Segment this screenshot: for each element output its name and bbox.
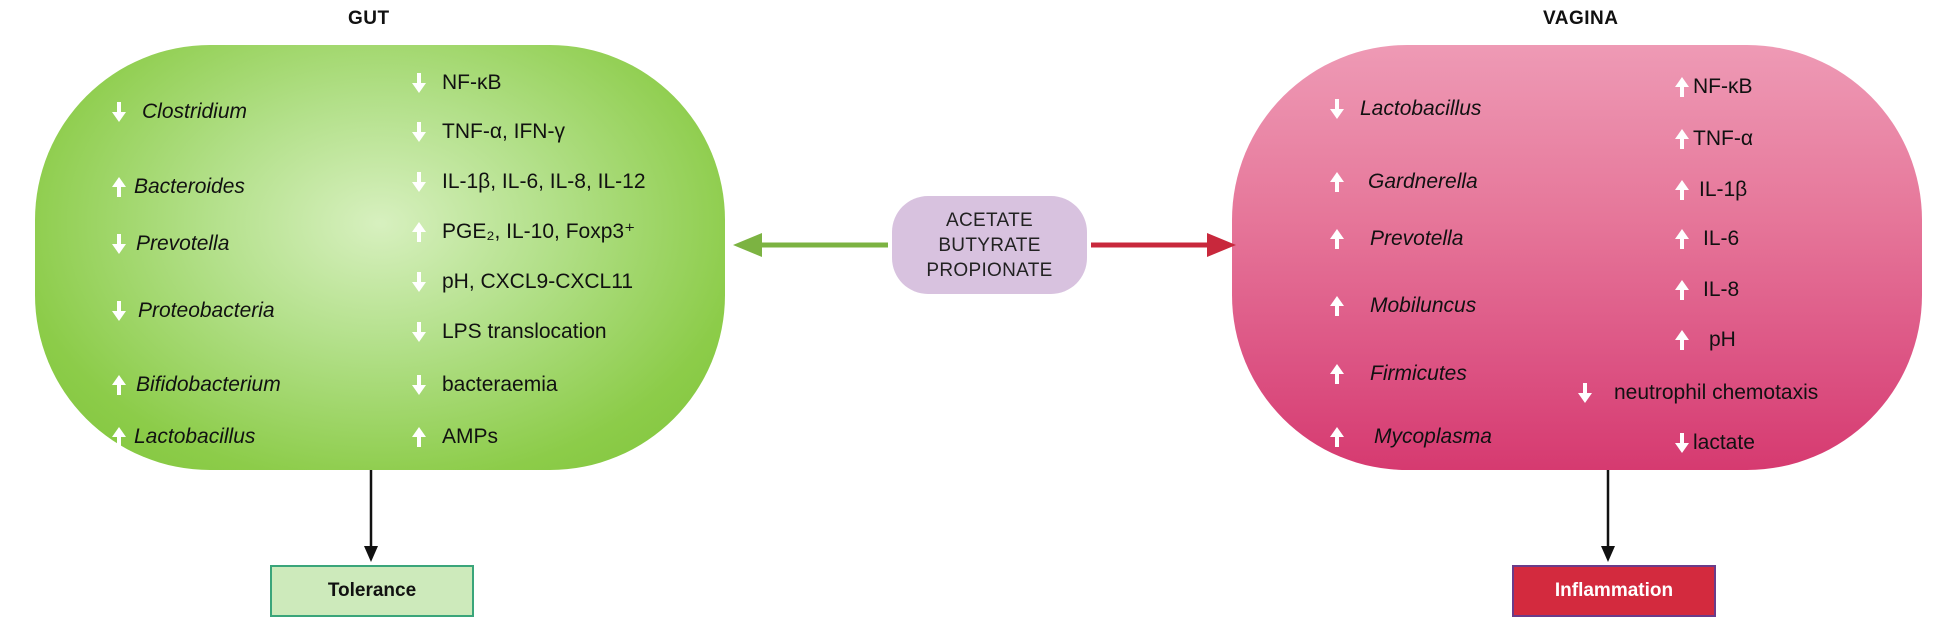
vagina-marker-row: TNF-α [1675,127,1753,151]
scfa-node: ACETATE BUTYRATE PROPIONATE [892,196,1087,294]
gut-taxon-row: Lactobacillus [112,425,255,449]
arrow-up-icon [1675,229,1689,249]
inflammation-label: Inflammation [1554,580,1674,601]
gut-marker-row: NF-κB [412,71,502,95]
inflammation-box: Inflammation [1512,565,1716,617]
arrow-up-icon [412,427,426,447]
vagina-marker-label: pH [1709,328,1736,351]
vagina-taxon-label: Firmicutes [1370,362,1467,385]
gut-marker-row: LPS translocation [412,320,607,344]
vagina-marker-row: IL-6 [1675,227,1739,251]
scfa-label-propionate: PROPIONATE [926,259,1053,281]
arrow-down-icon [1330,99,1344,119]
vagina-taxon-row: Lactobacillus [1330,97,1481,121]
vagina-taxon-row: Mobiluncus [1330,294,1476,318]
gut-taxon-label: Lactobacillus [134,425,256,448]
arrow-down-icon [112,301,126,321]
tolerance-label: Tolerance [327,580,417,601]
vagina-marker-label: IL-1β [1699,178,1748,201]
arrow-up-icon [1330,427,1344,447]
arrow-down-icon [412,73,426,93]
vagina-taxon-label: Lactobacillus [1360,97,1482,120]
arrow-down-icon [412,375,426,395]
vagina-taxon-row: Mycoplasma [1330,425,1492,449]
arrow-down-icon [412,272,426,292]
arrow-down-icon [412,172,426,192]
vagina-marker-label: IL-6 [1703,227,1740,250]
arrow-up-icon [112,427,126,447]
vagina-marker-row: lactate [1675,431,1755,455]
gut-taxon-row: Proteobacteria [112,299,275,323]
vagina-marker-row: NF-κB [1675,75,1753,99]
gut-marker-row: pH, CXCL9-CXCL11 [412,270,633,294]
vagina-taxon-label: Mobiluncus [1370,294,1477,317]
vagina-taxon-label: Gardnerella [1368,170,1478,193]
gut-marker-label: NF-κB [442,71,502,94]
arrow-up-icon [112,177,126,197]
arrow-up-icon [412,221,426,242]
arrow-up-icon [1675,330,1689,350]
gut-taxon-label: Prevotella [136,232,230,255]
gut-taxon-label: Proteobacteria [138,299,275,322]
gut-taxon-label: Bifidobacterium [136,373,281,396]
gut-marker-label: TNF-α, IFN-γ [442,120,565,143]
vagina-marker-label: neutrophil chemotaxis [1614,381,1819,404]
tolerance-box: Tolerance [270,565,474,617]
gut-marker-label: PGE₂, IL-10, Foxp3⁺ [442,220,636,243]
arrow-to-tolerance-head [364,546,378,562]
arrow-down-icon [112,102,126,122]
arrow-down-icon [412,122,426,142]
vagina-taxon-row: Firmicutes [1330,362,1467,386]
arrow-up-icon [1330,229,1344,249]
vagina-marker-label: NF-κB [1693,75,1753,98]
vagina-taxon-label: Prevotella [1370,227,1464,250]
vagina-taxon-row: Prevotella [1330,227,1463,251]
gut-marker-label: IL-1β, IL-6, IL-8, IL-12 [442,170,646,193]
arrow-down-icon [1675,433,1689,453]
arrow-up-icon [1330,364,1344,384]
gut-taxon-row: Prevotella [112,232,229,256]
gut-title: GUT [348,8,390,29]
vagina-marker-row: IL-1β [1675,178,1747,202]
arrow-to-gut-head [733,233,762,257]
arrow-up-icon [1330,172,1344,192]
arrow-up-icon [1330,296,1344,316]
arrow-down-icon [112,234,126,254]
arrow-up-icon [1675,129,1689,149]
gut-marker-label: LPS translocation [442,320,607,343]
vagina-marker-label: lactate [1693,431,1755,454]
gut-taxon-row: Bacteroides [112,175,245,199]
gut-taxon-label: Clostridium [142,100,248,123]
gut-marker-label: pH, CXCL9-CXCL11 [442,270,634,293]
arrow-up-icon [1675,180,1689,200]
gut-marker-row: TNF-α, IFN-γ [412,120,565,144]
arrow-to-inflammation-head [1601,546,1615,562]
gut-marker-row: AMPs [412,425,498,449]
gut-marker-row: IL-1β, IL-6, IL-8, IL-12 [412,170,646,194]
vagina-panel [1232,45,1922,470]
arrow-down-icon [412,322,426,342]
vagina-taxon-row: Gardnerella [1330,170,1478,194]
arrow-up-icon [112,375,126,395]
vagina-marker-row: neutrophil chemotaxis [1578,381,1818,405]
gut-marker-label: AMPs [442,425,499,448]
arrow-up-icon [1675,77,1689,97]
scfa-label-butyrate: BUTYRATE [938,234,1041,256]
vagina-taxon-label: Mycoplasma [1374,425,1492,448]
arrow-down-icon [1578,383,1592,403]
gut-panel [35,45,725,470]
vagina-title: VAGINA [1543,8,1619,29]
gut-taxon-row: Clostridium [112,100,247,124]
vagina-marker-label: TNF-α [1693,127,1753,150]
gut-taxon-row: Bifidobacterium [112,373,281,397]
vagina-marker-label: IL-8 [1703,278,1740,301]
vagina-marker-row: IL-8 [1675,278,1739,302]
vagina-marker-row: pH [1675,328,1736,352]
gut-marker-label: bacteraemia [442,373,558,396]
gut-taxon-label: Bacteroides [134,175,245,198]
gut-marker-row: bacteraemia [412,373,558,397]
arrow-up-icon [1675,280,1689,300]
scfa-label-acetate: ACETATE [946,209,1033,231]
gut-marker-row: PGE₂, IL-10, Foxp3⁺ [412,219,635,244]
